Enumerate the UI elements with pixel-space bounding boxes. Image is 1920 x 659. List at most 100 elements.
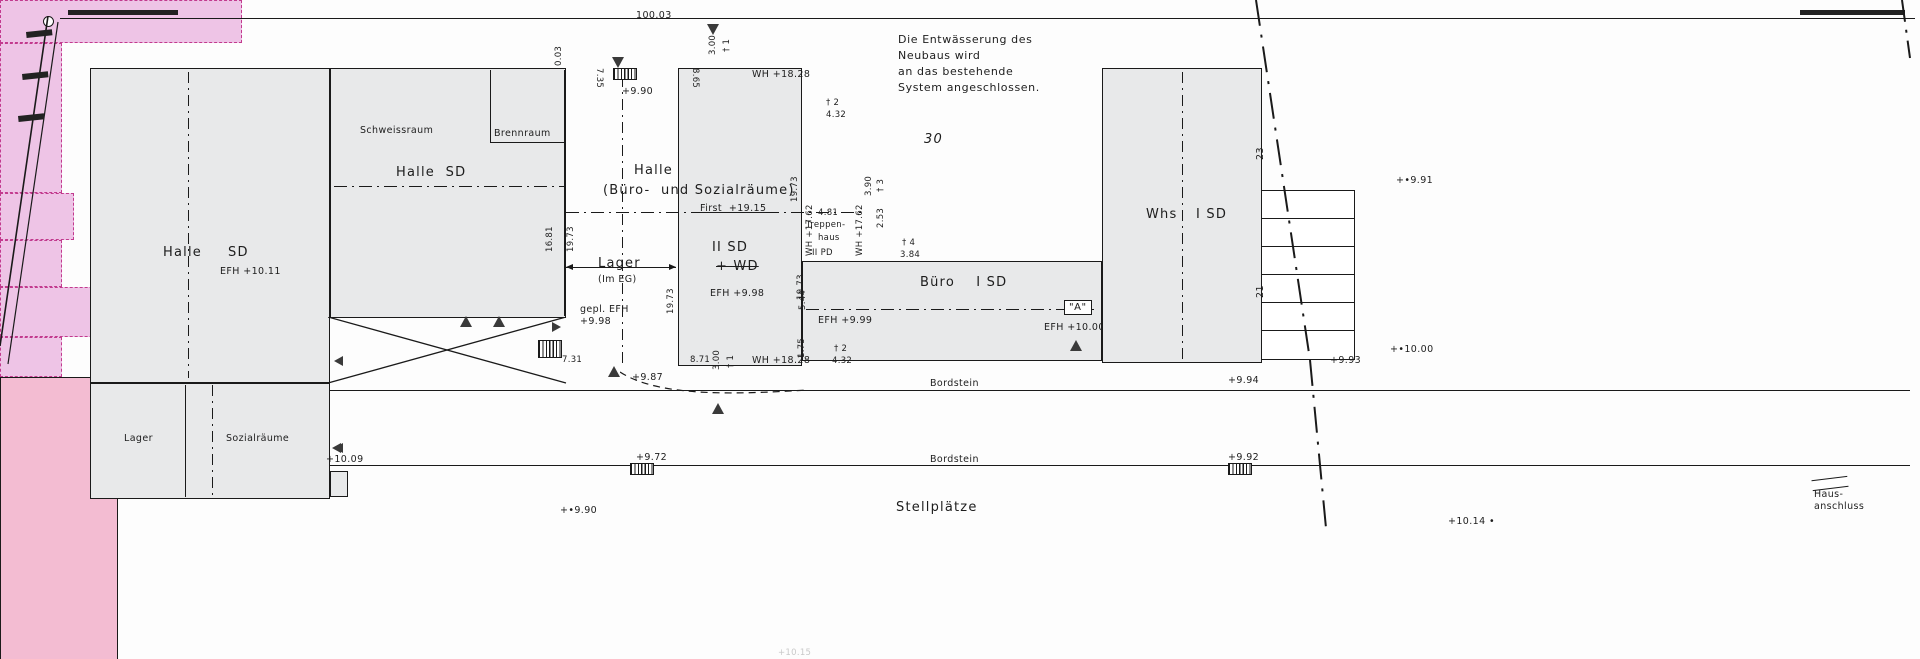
dim-abst-right-top-value: 4.32: [826, 110, 847, 120]
drain-connector-curve: [619, 368, 810, 406]
existing-block-annex: [330, 471, 348, 497]
room-label-treppenhaus-floors: II PD: [812, 248, 833, 258]
spot-height-10-14: +10.14 •: [1448, 516, 1495, 527]
canopy-arrow-a: [460, 316, 472, 327]
dim-abst-bottom-idx: † 1: [726, 354, 736, 368]
wh-bottom-label: WH +18.28: [752, 355, 811, 366]
dim-abst-right-low-value: 3.84: [900, 250, 921, 260]
gepl-efh-label: gepl. EFH: [580, 304, 629, 315]
mid-block-inner-wall: [564, 70, 566, 316]
room-label-treppenhaus-line1: Treppen-: [806, 220, 846, 230]
office-wing-ridge-line: [806, 309, 1098, 311]
dim-abst-bottom-3: 3.00: [712, 349, 722, 370]
room-label-sozialraeume: Sozialräume: [226, 433, 290, 444]
left-boundary-svg: [0, 15, 59, 365]
canopy-arrow-c: [552, 322, 561, 332]
room-label-ii-sd: II SD: [712, 240, 749, 255]
parking-bay-3: [1262, 246, 1355, 276]
parking-area-label: Stellplätze: [896, 500, 978, 515]
new-building-ridge-line: [622, 76, 624, 368]
setback-zone-south-east: [0, 337, 62, 377]
existing-hall-block-mid: [330, 68, 566, 318]
existing-hall-block-west: [90, 68, 330, 383]
dim-corridor-width: 5.44: [798, 289, 808, 310]
dim-abst-right-top-index: † 2: [826, 98, 840, 108]
hausanschluss-label-2: anschluss: [1814, 501, 1865, 512]
efh-office-right: EFH +10.00: [1044, 322, 1105, 333]
parking-bay-4: [1262, 274, 1355, 304]
spot-height-10-09: +10.09: [326, 454, 364, 465]
first-height-label: First +19.15: [700, 203, 767, 214]
dim-abst-right-mid-index: † 3: [876, 178, 886, 192]
canopy-arrow-b: [493, 316, 505, 327]
property-boundary-right: [1230, 0, 1360, 534]
kerb-return-left: [92, 383, 330, 385]
marker-box-a: "A": [1064, 300, 1092, 315]
room-label-schweissraum: Schweissraum: [360, 125, 434, 136]
dim-abst-right-low-index: † 4: [902, 238, 916, 248]
wh-top-label: WH +18.28: [752, 69, 811, 80]
room-label-whs-sd: I SD: [1196, 207, 1228, 222]
note-line-2: Neubaus wird: [898, 49, 981, 62]
left-hatch-marks: [18, 28, 68, 152]
drain-grate-new-entry: [613, 68, 637, 80]
top-border-bar-right: [1800, 10, 1905, 15]
note-line-1: Die Entwässerung des: [898, 33, 1033, 46]
office-wing-arrow: [1070, 340, 1082, 351]
dim-stair-depth: 2.53: [876, 207, 886, 228]
room-label-halle-west: Halle: [163, 245, 202, 260]
left-boundary-diagonal-outer: [0, 15, 60, 436]
dim-seg-a: 7.35: [594, 68, 604, 89]
existing-lager-sozialraeume-block: [90, 383, 330, 499]
dim-depth-right: 19.73: [790, 176, 800, 202]
room-label-lager-new: Lager: [598, 256, 641, 271]
spot-height-10-00-right: +•10.00: [1390, 344, 1434, 355]
dim-bottom-b: 8.71: [690, 355, 711, 365]
room-label-halle-new: Halle: [634, 163, 673, 178]
entry-level-label: +9.90: [622, 86, 654, 97]
office-wing-block: [802, 261, 1102, 361]
dim-left-offset: 0.03: [554, 45, 564, 66]
dim-arrow-lager-width: [566, 263, 676, 271]
note-line-3: an das bestehende: [898, 65, 1014, 78]
dim-abst-right-mid-value: 3.90: [864, 175, 874, 196]
setback-zone-east-stair: [0, 193, 74, 240]
drain-connector-svg: [619, 371, 809, 394]
left-hatch-svg: [18, 29, 53, 122]
dim-depth-mid2: 19.73: [666, 288, 676, 314]
room-label-buero-wing: Büro I SD: [920, 275, 1008, 290]
efh-label-new-building: EFH +9.98: [710, 288, 765, 299]
hausanschluss-label-1: Haus-: [1814, 489, 1844, 500]
dim-abst-bottom-index: † 2: [834, 344, 848, 354]
room-label-treppenhaus-line2: haus: [818, 233, 840, 243]
drain-grate-kerb-left: [630, 463, 654, 475]
dim-bottom-a: 7.31: [562, 355, 583, 365]
lager-sozial-divider: [185, 385, 187, 497]
parcel-number-right-upper: 23: [1255, 147, 1266, 160]
spot-height-9-94: +9.94: [1228, 375, 1260, 386]
gepl-efh-value: +9.98: [580, 316, 612, 327]
kerb-label-upper: Bordstein: [924, 378, 985, 389]
room-label-halle-sd-mid: Halle SD: [396, 165, 467, 180]
property-boundary-far-right: [1880, 0, 1920, 64]
room-label-wd-struck: + WD: [716, 259, 759, 274]
entry-arrow-north: [612, 57, 624, 68]
dim-seg-b: 8.65: [690, 68, 700, 89]
dim-depth-mid: 19.73: [566, 226, 576, 252]
spot-height-9-90-bottom: +•9.90: [560, 505, 598, 516]
existing-hall-ridge-line-west: [188, 72, 190, 378]
spot-height-9-91: +•9.91: [1396, 175, 1434, 186]
kerb-return-left-lower: [348, 465, 630, 467]
room-label-halle-west-sd: SD: [228, 245, 249, 260]
spot-height-9-92: +9.92: [1228, 452, 1260, 463]
room-label-brennraum: Brennraum: [494, 128, 551, 139]
spot-height-9-72: +9.72: [636, 452, 668, 463]
dim-abst-top-value: 3.00: [708, 34, 718, 55]
room-label-buero-sozial: (Büro- und Sozialräume): [603, 183, 795, 198]
bottom-faint-tick: +10.15: [778, 648, 812, 658]
note-line-4: System angeschlossen.: [898, 81, 1040, 94]
mid-block-ridge-line: [334, 186, 566, 188]
setback-arrow-south-dim: [712, 403, 724, 414]
efh-label-halle-west: EFH +10.11: [220, 266, 281, 277]
